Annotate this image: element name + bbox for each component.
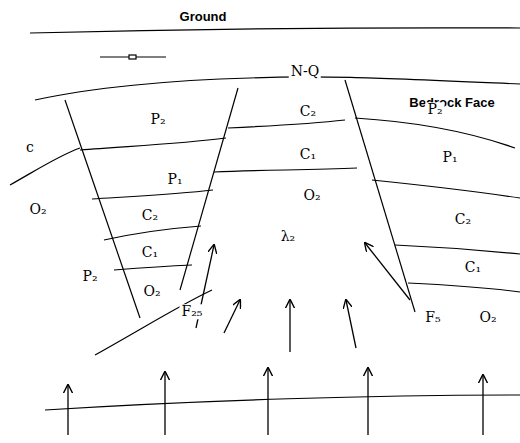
layer-boundary <box>80 138 226 150</box>
layer-boundary <box>355 118 515 148</box>
stratum-label: C₁ <box>463 260 483 275</box>
ground-label: Ground <box>178 10 229 24</box>
stratum-label: P₁ <box>165 172 184 187</box>
bedrock-label: Bedrock Face <box>407 96 496 110</box>
stratum-label: C₁ <box>140 245 160 260</box>
fault-left <box>65 100 140 318</box>
stratum-label: F₂₅ <box>180 304 205 319</box>
layer-boundary <box>104 226 201 240</box>
stratum-label: P₂ <box>148 112 167 127</box>
stratum-label: P₁ <box>440 150 459 165</box>
stratum-label: λ₂ <box>279 229 298 244</box>
fault-f25 <box>180 88 238 290</box>
stratum-label: O₂ <box>27 202 48 217</box>
layer-boundary <box>114 265 192 270</box>
layer-boundary <box>10 148 80 185</box>
scale-bar <box>100 55 166 59</box>
stratum-label: P₂ <box>425 102 444 117</box>
stratum-label: O₂ <box>477 310 498 325</box>
ground-line <box>30 28 520 33</box>
layer-boundary <box>95 290 212 355</box>
stratum-label: C₂ <box>453 212 473 227</box>
stratum-label: C₂ <box>298 104 318 119</box>
stratum-label: O₂ <box>301 188 322 203</box>
cover-label: N-Q <box>289 64 321 79</box>
layer-boundary <box>372 180 520 198</box>
layer-boundary <box>395 245 520 254</box>
layer-boundary <box>92 190 213 199</box>
upwelling-arrows <box>68 243 483 435</box>
layer-boundary <box>214 168 357 172</box>
stratum-label: O₂ <box>141 284 162 299</box>
stratum-label: F₅ <box>423 310 442 325</box>
stratum-label: C₁ <box>298 147 318 162</box>
stratum-label: P₂ <box>80 269 99 284</box>
stratum-label: C₂ <box>140 208 160 223</box>
stratum-label: c <box>24 140 36 155</box>
layer-boundary <box>45 395 520 410</box>
layer-boundary <box>228 120 345 128</box>
fault-f5 <box>345 80 415 312</box>
layer-boundary <box>408 283 520 292</box>
